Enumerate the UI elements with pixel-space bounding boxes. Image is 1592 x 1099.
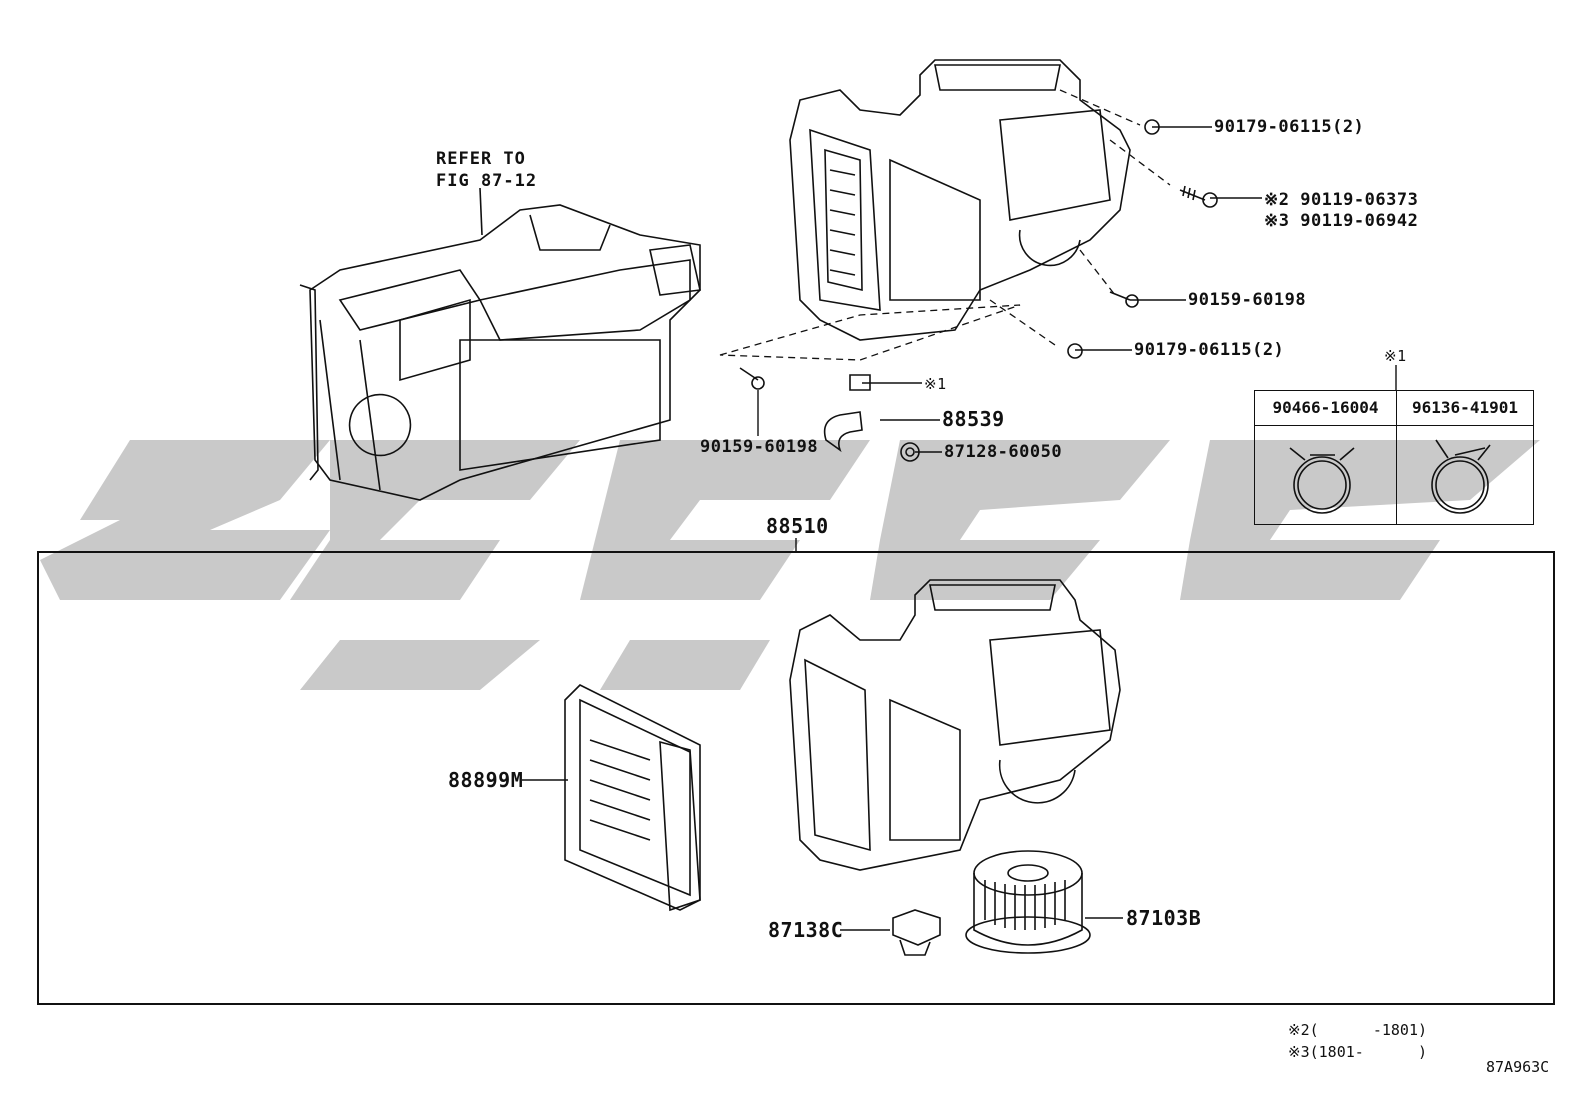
refer-line-2: FIG 87-12: [436, 171, 538, 191]
hose-clamps-drawing: [1289, 439, 1491, 514]
refer-note: REFER TO FIG 87-12: [436, 148, 537, 192]
assembly-lines-upper: [719, 89, 1171, 361]
footnote-2: ※2( -1801): [1288, 1021, 1427, 1039]
figure-id: 87A963C: [1486, 1058, 1550, 1076]
table-marker: ※1: [1384, 347, 1407, 365]
blower-case-lower-drawing: [789, 579, 1121, 871]
part-label-87103B: 87103B: [1126, 906, 1202, 930]
clamp-table-header-1: 90466-16004: [1255, 391, 1396, 426]
part-label-note1: ※1: [924, 375, 947, 393]
part-label-87128: 87128-60050: [944, 442, 1063, 462]
part-label-88899M: 88899M: [448, 768, 524, 792]
hardware-parts: [739, 119, 1218, 462]
part-label-88539: 88539: [942, 407, 1005, 431]
resistor-drawing: [892, 909, 941, 956]
clamp-table-col-2: 96136-41901: [1397, 391, 1533, 524]
part-label-90159-right: 90159-60198: [1188, 290, 1307, 310]
refer-line-1: REFER TO: [436, 149, 526, 169]
blower-case-upper-drawing: [789, 59, 1131, 341]
clamp-table-col-1: 90466-16004: [1255, 391, 1397, 524]
clamp-table: 90466-16004 96136-41901: [1254, 390, 1534, 525]
part-label-87138C: 87138C: [768, 918, 844, 942]
part-label-90119-b: ※3 90119-06942: [1264, 211, 1419, 231]
part-label-90159-left: 90159-60198: [700, 437, 819, 457]
filter-drawing: [564, 684, 701, 912]
blower-motor-drawing: [965, 850, 1091, 954]
part-label-90179-lower: 90179-06115(2): [1134, 340, 1285, 360]
evaporator-unit-drawing: [299, 187, 701, 501]
leader-lines: [522, 126, 1397, 931]
footnote-3: ※3(1801- ): [1288, 1043, 1427, 1061]
part-label-90179-upper: 90179-06115(2): [1214, 117, 1365, 137]
assembly-88510-frame: [37, 551, 1555, 1005]
clamp-table-header-2: 96136-41901: [1397, 391, 1533, 426]
part-label-88510: 88510: [766, 514, 829, 538]
watermark-logo: [40, 440, 1540, 690]
part-label-90119-a: ※2 90119-06373: [1264, 190, 1419, 210]
